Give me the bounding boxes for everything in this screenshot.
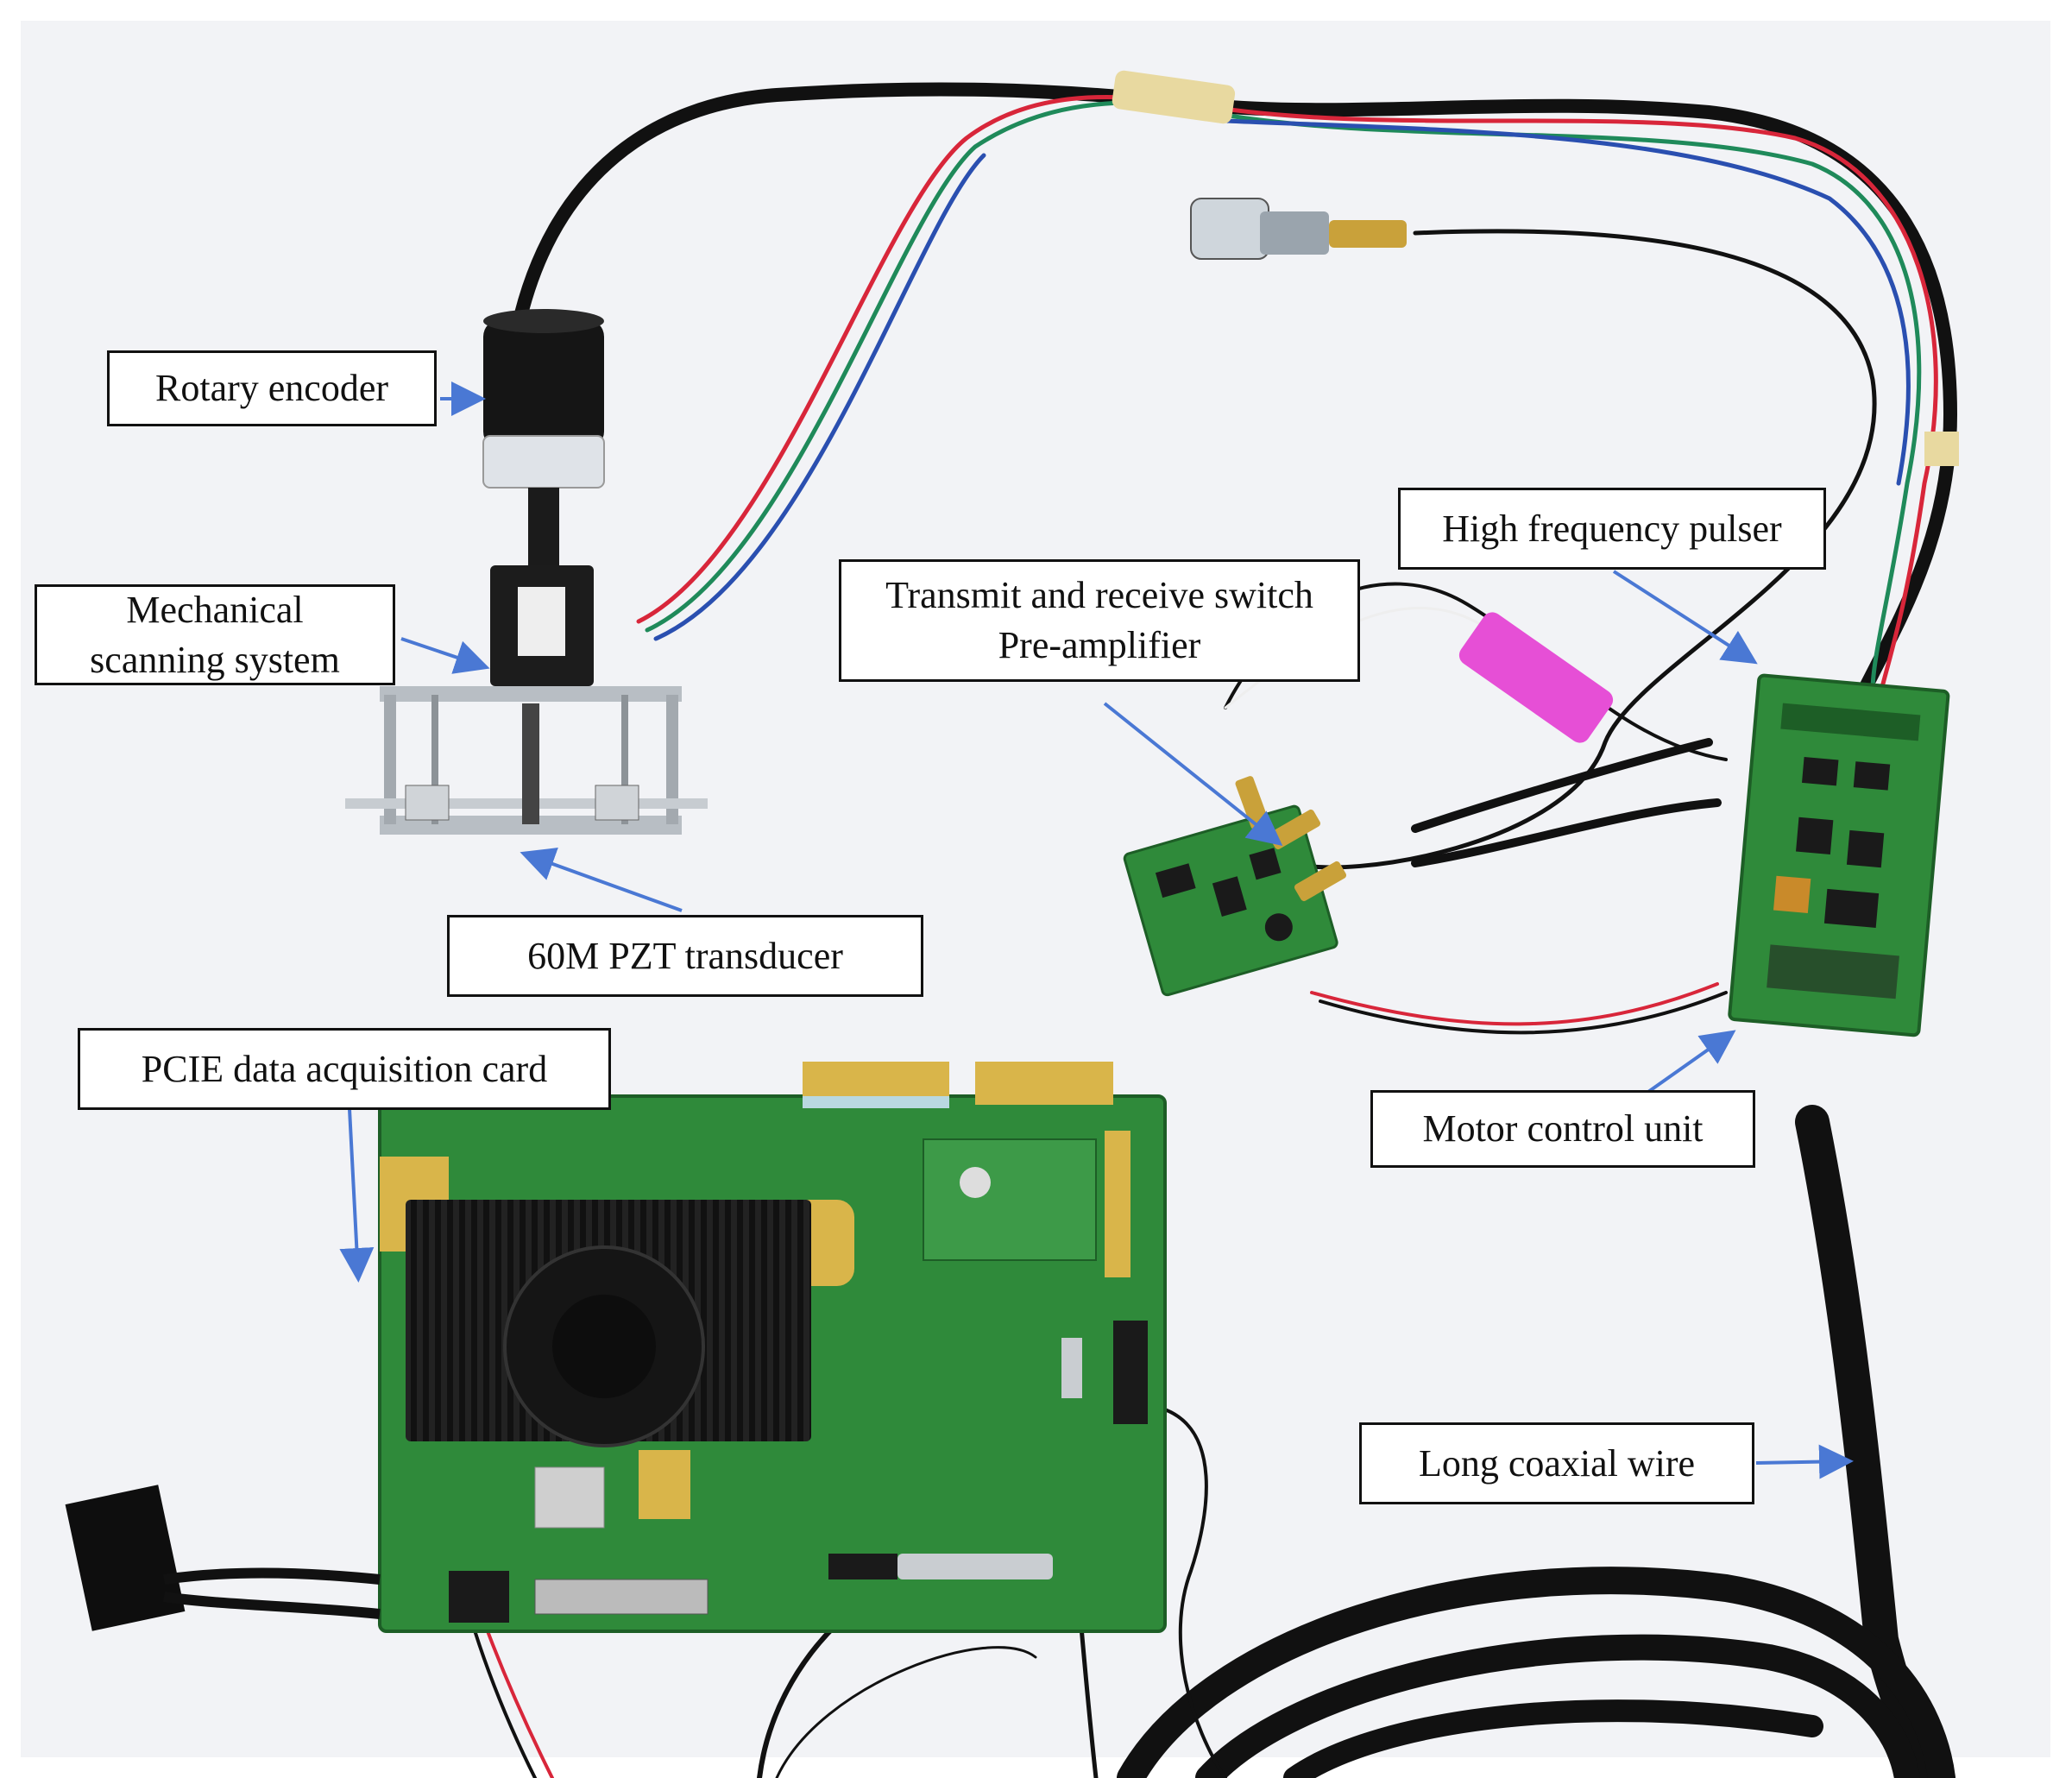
label-pzt-transducer-text: 60M PZT transducer — [527, 934, 843, 977]
label-long-coaxial-wire: Long coaxial wire — [1359, 1422, 1754, 1504]
label-mechanical-line2: scanning system — [90, 638, 340, 681]
label-long-coaxial-wire-text: Long coaxial wire — [1418, 1441, 1696, 1485]
mechanical-scanner-device — [345, 565, 708, 835]
label-high-frequency-pulser-text: High frequency pulser — [1442, 507, 1782, 550]
label-pcie-daq-card: PCIE data acquisition card — [78, 1028, 611, 1110]
label-motor-control-unit-text: Motor control unit — [1422, 1107, 1704, 1150]
rotary-encoder-device — [482, 309, 605, 565]
cable-tape — [1924, 432, 1959, 466]
label-transmit-receive-preamp: Transmit and receive switch Pre-amplifie… — [839, 559, 1360, 682]
bnc-connector — [1190, 198, 1407, 260]
cable-tape — [1112, 70, 1236, 124]
preamp-board — [1123, 804, 1338, 997]
pink-tape — [1458, 612, 1614, 743]
label-trx-line2: Pre-amplifier — [998, 624, 1201, 666]
label-trx-line1: Transmit and receive switch — [885, 574, 1313, 616]
label-pcie-daq-card-text: PCIE data acquisition card — [141, 1047, 548, 1090]
label-pzt-transducer: 60M PZT transducer — [447, 915, 923, 997]
pulser-board — [1728, 673, 1950, 1037]
label-mechanical-scanning-system: Mechanical scanning system — [35, 584, 395, 685]
power-connector — [65, 1485, 381, 1631]
annotation-arrows — [339, 381, 1854, 1479]
label-motor-control-unit: Motor control unit — [1370, 1090, 1755, 1168]
label-mechanical-line1: Mechanical — [126, 588, 304, 631]
label-rotary-encoder-text: Rotary encoder — [155, 367, 388, 409]
label-high-frequency-pulser: High frequency pulser — [1398, 488, 1826, 570]
label-rotary-encoder: Rotary encoder — [107, 350, 437, 426]
daq-card — [378, 1062, 1167, 1633]
